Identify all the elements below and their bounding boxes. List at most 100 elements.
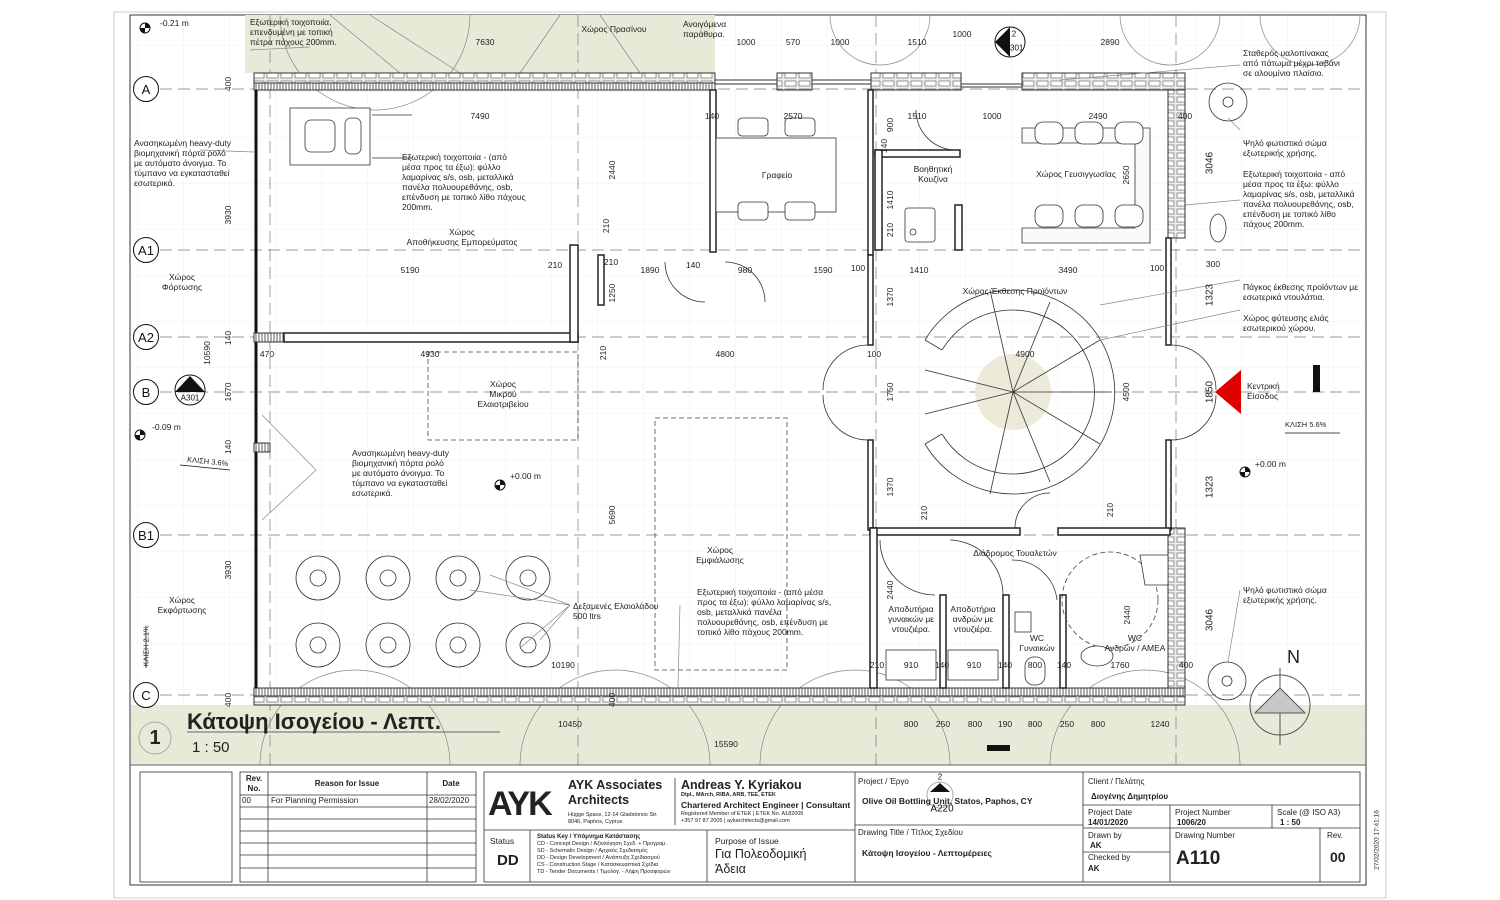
room-label-changing-women: Αποδυτήρια γυναικών με ντουζιέρα.: [887, 604, 935, 634]
client-name: Διογένης Δημητρίου: [1091, 792, 1169, 801]
project-label: Project / Έργο: [858, 777, 909, 786]
dimension: 5190: [400, 265, 420, 275]
rev-label: Rev.: [1327, 831, 1343, 840]
section-marker-2-number: 2: [1011, 29, 1017, 39]
dimension: 1890: [640, 265, 660, 275]
view-number: 1: [149, 727, 161, 749]
dimension: 7630: [475, 37, 495, 47]
status-key: CD - Concept Design / Αξιολόγηση Σχεδ. +…: [537, 841, 671, 875]
dimension: 1000: [982, 111, 1002, 121]
dimension: 10450: [558, 719, 582, 729]
dimension: 140: [997, 660, 1013, 670]
dimension: 10190: [551, 660, 575, 670]
dimension: 800: [1027, 719, 1043, 729]
landscape-bottom: [131, 705, 1365, 765]
dimension: 400: [607, 692, 617, 708]
level-label: -0.21 m: [160, 18, 189, 28]
dimension: 210: [1105, 502, 1115, 518]
note-wall-storage: Εξωτερική τοιχοποιία - (από μέσα προς τα…: [402, 152, 526, 212]
dimension: 7490: [470, 111, 490, 121]
grid-bubble-a: A: [133, 76, 159, 102]
level-label: +0.00 m: [1255, 459, 1286, 469]
dimension: 980: [737, 265, 753, 275]
main-entrance-label: Κεντρική Είσοδος: [1247, 381, 1280, 401]
architect-quals: Dipl., MArch, RIBA, ARB, TEE, ETEK: [681, 792, 776, 798]
section-cut-mark-bottom: [987, 745, 1010, 751]
room-label-kitchen: Βοηθητική Κουζίνα: [913, 164, 953, 184]
room-label-office: Γραφείο: [761, 170, 793, 180]
dimension: 140: [704, 111, 720, 121]
dimension: 250: [1059, 719, 1075, 729]
checked-by-label: Checked by: [1088, 853, 1131, 862]
note-wall-bottling: Εξωτερική τοιχοποιία - (από μέσα προς τα…: [697, 587, 832, 637]
dimension: 10590: [202, 341, 212, 365]
dimension: 210: [601, 218, 611, 234]
dimension: 1000: [830, 37, 850, 47]
purpose-value: Για Πολεοδομική Άδεια: [715, 847, 807, 876]
outdoor-lights: [1207, 82, 1248, 701]
date-header: Date: [442, 779, 460, 788]
note-counter: Πάγκος έκθεσης προϊόντων με εσωτερικά ντ…: [1243, 282, 1358, 302]
dimension: 2890: [1100, 37, 1120, 47]
reason-header: Reason for Issue: [314, 779, 380, 788]
note-wall-right: Εξωτερική τοιχοποιία - από μέσα προς τα …: [1243, 169, 1355, 229]
rev-row-date: 28/02/2020: [429, 796, 470, 805]
fixed-glazing: [960, 83, 1023, 88]
dimension: 2570: [783, 111, 803, 121]
note-glazing: Σταθερός υαλοπίνακας από πάτωμα μέχρι τα…: [1243, 48, 1340, 78]
architect-name: Andreas Y. Kyriakou: [681, 778, 802, 792]
sanitary-fixtures: [885, 554, 1169, 686]
project-number: 1006/20: [1177, 818, 1206, 827]
dimension: 140: [934, 660, 950, 670]
forklift: [289, 107, 412, 166]
dimension: 2440: [885, 580, 895, 600]
dimension: 2440: [607, 160, 617, 180]
slope-label: ΚΛΙΣΗ 2.1%: [141, 625, 151, 667]
room-label-bottling: Χώρος Εμφιάλωσης: [696, 545, 744, 565]
dimension: 1760: [1110, 660, 1130, 670]
firm-address: Hügge Space, 12-14 Gladstonos Str. 8046,…: [568, 812, 658, 825]
slope-arrows: [145, 432, 1340, 668]
dimension: 210: [919, 505, 929, 521]
dimension: 210: [885, 222, 895, 238]
note-olive: Χώρος φύτευσης ελιάς εσωτερικού χώρου.: [1243, 313, 1329, 333]
note-tanks: Δεξαμενές Ελαιολάδου 500 ltrs: [573, 601, 659, 621]
dimension: 400: [223, 76, 233, 92]
dimension: 140: [223, 439, 233, 455]
architect-role: Chartered Architect Engineer | Consultan…: [681, 800, 851, 810]
sheet-border: [113, 11, 1387, 899]
dimension: 3490: [1058, 265, 1078, 275]
dimension: 100: [866, 349, 882, 359]
dimension: 100: [850, 263, 866, 273]
title-block-frame: [130, 764, 1366, 883]
project-date-label: Project Date: [1088, 808, 1133, 817]
dimension: 210: [598, 345, 608, 361]
drawn-by: AK: [1090, 841, 1102, 850]
dimension: 400: [1178, 660, 1194, 670]
dimension: 4500: [1121, 382, 1131, 402]
note-roller-door-left: Ανασηκωμένη heavy-duty βιομηχανική πόρτα…: [134, 138, 232, 188]
note-light-bottom: Ψηλό φωτιστικό σώμα εξωτερικής χρήσης.: [1243, 585, 1327, 605]
mill-zone: [427, 351, 579, 441]
view-scale: 1 : 50: [192, 739, 230, 756]
dimension: 4930: [420, 349, 440, 359]
note-windows: Ανοιγόμενα παράθυρα.: [683, 19, 727, 39]
room-label-mill: Χώρος Μικρού Ελαιοτριβείου: [477, 379, 529, 409]
door-swings: [664, 109, 1217, 601]
dimension: 910: [903, 660, 919, 670]
view-title: Κάτοψη Ισογείου - Λεπτ.: [187, 709, 441, 734]
section-marker-3-number: 2: [937, 772, 943, 782]
section-marker-1-number: 1: [187, 379, 193, 389]
dimension: 1590: [813, 265, 833, 275]
section-marker-1-sheet: A301: [180, 393, 200, 403]
section-marker-3-sheet: A220: [930, 803, 954, 815]
dimension: 800: [903, 719, 919, 729]
dimension: 800: [1027, 660, 1043, 670]
entrance-marker: [1215, 370, 1241, 414]
dimension: 1000: [952, 29, 972, 39]
grid-bubble-a1: A1: [133, 237, 159, 263]
purpose-label: Purpose of Issue: [715, 836, 779, 846]
grid-bubble-a2: A2: [133, 324, 159, 350]
room-label-loading: Χώρος Φόρτωσης: [161, 272, 203, 292]
note-light-top: Ψηλό φωτιστικό σώμα εξωτερικής χρήσης.: [1243, 138, 1327, 158]
